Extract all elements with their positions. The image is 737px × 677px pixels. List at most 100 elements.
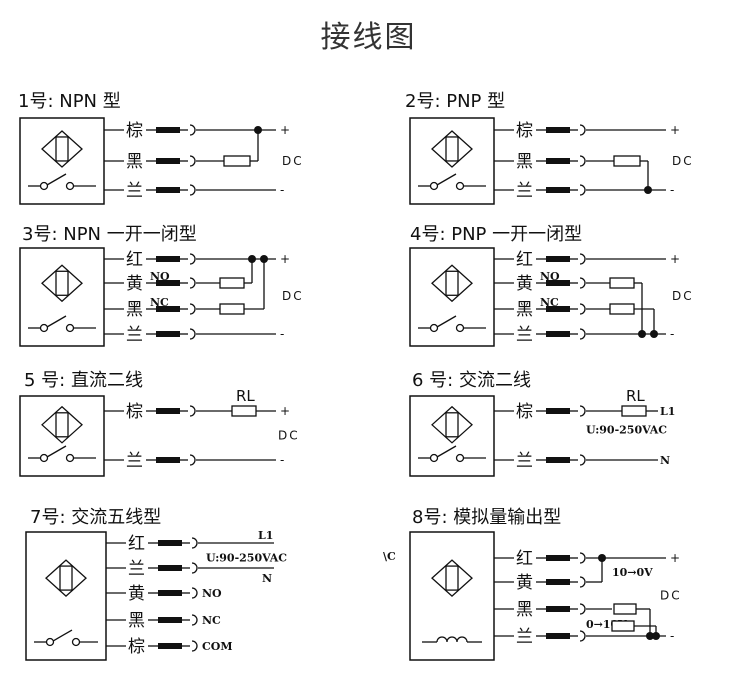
wire-color-label: 黄 — [516, 573, 533, 593]
panel-title: 6 号: 交流二线 — [412, 370, 531, 391]
connector-symbol — [579, 552, 586, 564]
wire-row: 兰 — [494, 181, 666, 201]
junction-dot — [248, 255, 256, 263]
plug-pin — [546, 606, 570, 612]
wire-color-label: 黄 — [516, 274, 533, 294]
sensor-core-icon — [445, 565, 459, 591]
wire-color-label: 棕 — [516, 121, 533, 141]
wire-color-label: 红 — [128, 534, 145, 554]
plug-pin — [546, 158, 570, 164]
dc-label: DC — [672, 154, 694, 168]
connector-symbol — [579, 303, 586, 315]
contact-label: NC — [150, 296, 169, 309]
wire-color-label: 兰 — [516, 627, 533, 647]
wire-color-label: 棕 — [126, 402, 143, 422]
plug-pin — [158, 540, 182, 546]
n-label: N — [262, 572, 272, 585]
wire-color-label: 黑 — [126, 300, 143, 320]
plug-pin — [546, 256, 570, 262]
wire-color-label: 兰 — [126, 451, 143, 471]
sensor-diamond-icon — [41, 264, 83, 303]
connector-symbol — [191, 640, 198, 652]
plug-pin — [546, 555, 570, 561]
plus-sign: + — [670, 252, 680, 266]
plug-pin — [156, 457, 180, 463]
dc-label: DC — [660, 589, 682, 603]
no-label: NO — [202, 587, 222, 600]
resistor — [223, 155, 251, 167]
wire-row: 棕 — [494, 121, 666, 141]
wire-color-label: 红 — [126, 250, 143, 270]
wire-row: 黑 — [104, 152, 224, 172]
sensor-core-icon — [55, 270, 69, 296]
resistor — [613, 155, 641, 167]
resistor — [219, 277, 245, 289]
sensor-diamond-icon — [45, 559, 87, 597]
sensor-diamond-icon — [431, 264, 473, 303]
contact-label: NO — [540, 270, 560, 283]
voltage-label: U:90-250VAC — [206, 552, 287, 565]
connector-symbol — [579, 184, 586, 196]
wire-row: 棕 — [494, 402, 622, 422]
sensor-core-icon — [445, 412, 459, 438]
switch-icon — [418, 173, 486, 191]
panel-title: 2号: PNP 型 — [405, 91, 505, 112]
voltage-label: U:90-250VAC — [586, 424, 667, 437]
sensor-core-icon — [445, 270, 459, 296]
wire-row: 黄 — [106, 584, 198, 604]
junction-dot — [254, 126, 262, 134]
connector-symbol — [189, 155, 196, 167]
panel-title: 4号: PNP 一开一闭型 — [410, 224, 582, 245]
wire-row: 棕 — [104, 121, 276, 141]
contact-label: NC — [540, 296, 559, 309]
connector-symbol — [189, 405, 196, 417]
plug-pin — [158, 643, 182, 649]
wire-row: 兰 — [494, 627, 666, 647]
connector-symbol — [189, 124, 196, 136]
connector-symbol — [189, 253, 196, 265]
junction-dot — [650, 330, 658, 338]
switch-icon — [34, 629, 98, 647]
plug-pin — [156, 256, 180, 262]
dc-label: DC — [282, 154, 304, 168]
sensor-diamond-icon — [431, 405, 473, 444]
wire-color-label: 兰 — [126, 325, 143, 345]
load-resistor-label: RL — [626, 387, 645, 405]
minus-sign: - — [670, 183, 674, 197]
connector-symbol — [579, 405, 586, 417]
dc-label: DC — [672, 289, 694, 303]
plug-pin — [546, 280, 570, 286]
sensor-body — [409, 247, 495, 347]
switch-icon — [418, 315, 486, 333]
wire-color-label: 兰 — [128, 559, 145, 579]
load-resistor-label: RL — [236, 387, 255, 405]
dc-label: DC — [282, 289, 304, 303]
wire-color-label: 兰 — [516, 325, 533, 345]
wire-row: 红 — [494, 250, 666, 270]
sensor-core-icon — [55, 412, 69, 438]
wire-color-label: 棕 — [516, 402, 533, 422]
panel-title: 1号: NPN 型 — [18, 91, 121, 112]
minus-sign: - — [280, 183, 284, 197]
connector-symbol — [579, 328, 586, 340]
junction-dot — [638, 330, 646, 338]
output-range-label: 10→0V — [612, 566, 653, 579]
wire-color-label: 棕 — [126, 121, 143, 141]
wire-color-label: 兰 — [126, 181, 143, 201]
wire-color-label: 兰 — [516, 181, 533, 201]
connector-symbol — [191, 562, 198, 574]
sensor-diamond-icon — [41, 130, 83, 168]
connector-symbol — [189, 328, 196, 340]
wire-row: 黄 — [494, 573, 602, 593]
junction-dot — [652, 632, 660, 640]
connector-symbol — [579, 603, 586, 615]
sensor-core-icon — [55, 136, 69, 162]
plus-sign: + — [280, 123, 290, 137]
contact-label: NO — [150, 270, 170, 283]
sensor-body — [409, 395, 495, 477]
